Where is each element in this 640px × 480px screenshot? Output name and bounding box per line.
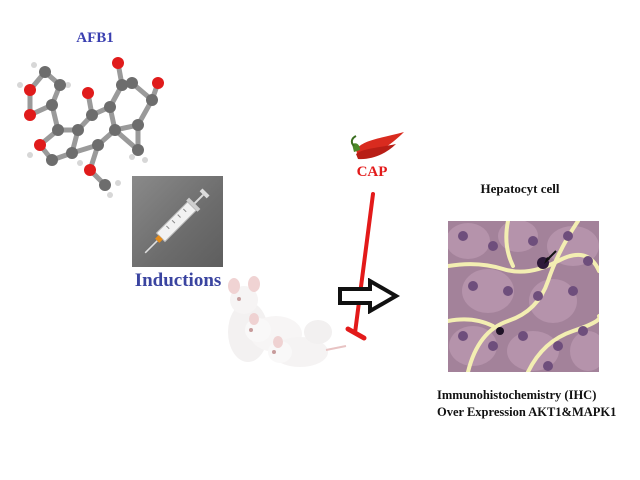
inductions-label: Inductions xyxy=(134,270,222,291)
molecule-3d-icon xyxy=(17,57,164,198)
afb1-label: AFB1 xyxy=(76,30,114,46)
liver-histology-ihc-image xyxy=(448,221,599,372)
inhibition-line-icon xyxy=(345,192,375,341)
cap-label: CAP xyxy=(356,164,388,180)
ihc-caption: Immunohistochemistry (IHC) Over Expressi… xyxy=(437,387,617,421)
outline-arrow-right-icon xyxy=(338,278,400,314)
syringe-icon xyxy=(132,176,223,267)
ihc-caption-line2: Over Expression AKT1&MAPK1 xyxy=(437,405,617,419)
chili-pepper-icon xyxy=(350,132,404,160)
hepatocyte-title: Hepatocyt cell xyxy=(480,181,560,196)
ihc-caption-line1: Immunohistochemistry (IHC) xyxy=(437,388,597,402)
mice-icon xyxy=(228,276,347,367)
